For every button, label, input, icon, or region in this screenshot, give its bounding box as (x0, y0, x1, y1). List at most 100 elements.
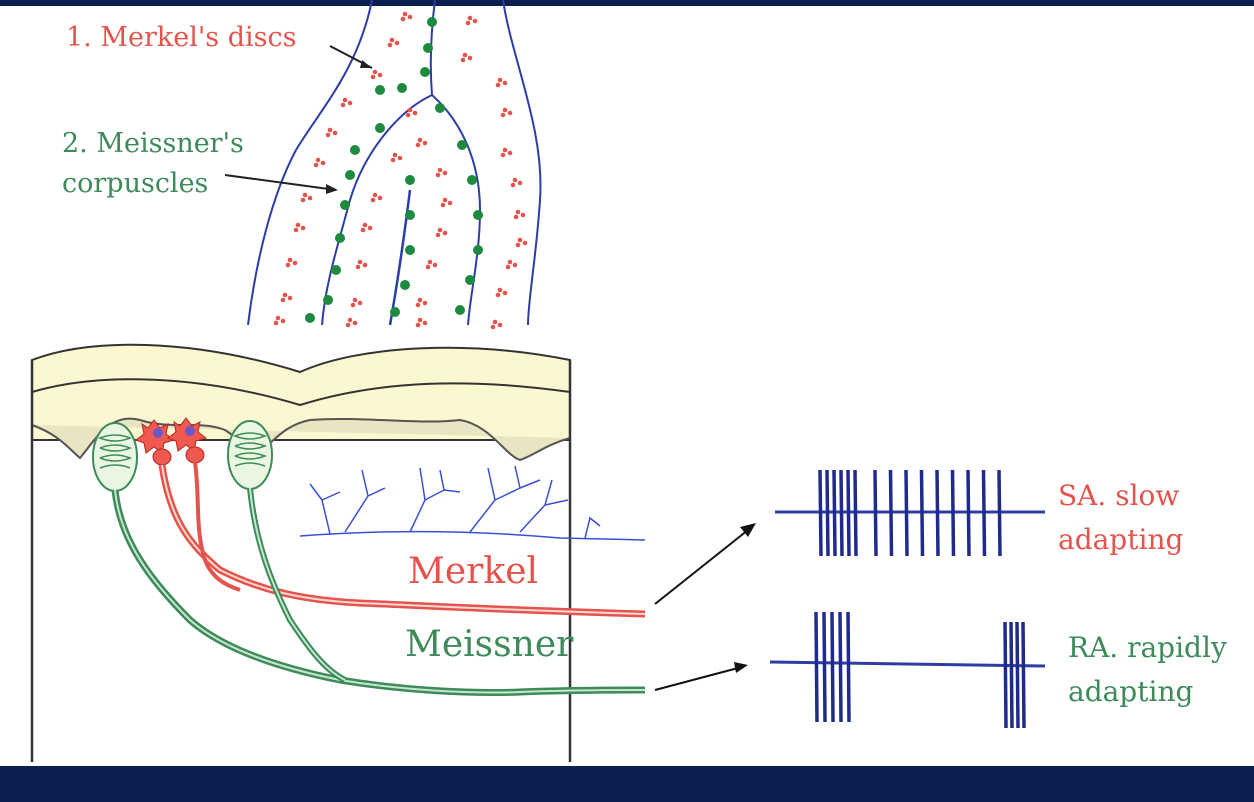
spike (966, 469, 971, 557)
spike (888, 469, 894, 557)
merkel-dot-cluster (500, 107, 513, 118)
merkel-dot-cluster (273, 315, 286, 326)
meissner-dot (375, 123, 385, 133)
arrow-to-ra-train (654, 667, 739, 691)
arrow-to-sa-train (654, 529, 749, 605)
spike (853, 469, 858, 557)
spike (1009, 621, 1014, 729)
merkel-dot-cluster (340, 97, 353, 108)
merkel-dot-cluster (513, 209, 526, 220)
meissner-dot (375, 85, 385, 95)
merkel-dot-cluster (465, 15, 478, 26)
meissner-dot (331, 265, 341, 275)
free-nerve-endings (299, 465, 646, 541)
spike (822, 611, 827, 723)
sa-spike-train (775, 469, 1045, 557)
meissner-dot (405, 175, 415, 185)
merkel-dot-cluster (280, 292, 293, 303)
merkel-dot-cluster (490, 319, 503, 330)
merkel-dot-cluster (435, 167, 448, 178)
meissner-corpuscle-right (227, 420, 273, 490)
label-meissner-corpuscles-line1: 2. Meissner's (62, 128, 244, 159)
top-frame-bar (0, 0, 1254, 6)
meissner-dot (400, 280, 410, 290)
meissner-dot (350, 145, 360, 155)
spike (846, 469, 851, 557)
label-slow-adapting: SA. slow adapting (1058, 474, 1183, 562)
merkel-dot-cluster (370, 69, 383, 80)
merkel-dot-cluster (370, 192, 383, 203)
meissner-dot (473, 245, 483, 255)
merkel-dot-cluster (435, 227, 448, 238)
spike (904, 469, 909, 557)
label-rapidly-adapting: RA. rapidly adapting (1068, 626, 1227, 714)
spike (1021, 621, 1026, 729)
label-ra-line1: RA. rapidly (1068, 631, 1227, 664)
spike (919, 469, 925, 557)
label-meissner-fiber: Meissner (405, 624, 574, 665)
spike (839, 469, 844, 557)
meissner-dot (455, 305, 465, 315)
ra-spike-train (769, 611, 1046, 729)
merkel-dot-cluster (415, 317, 428, 328)
meissner-dots (305, 17, 483, 323)
merkel-dot-cluster (350, 297, 363, 308)
spike (1003, 621, 1008, 729)
merkel-dot-cluster (285, 257, 298, 268)
spike (997, 469, 1002, 557)
spike (981, 469, 987, 557)
arrow-to-ra-head (734, 662, 748, 673)
merkel-dot-cluster (345, 317, 358, 328)
merkel-dot-cluster (440, 197, 453, 208)
merkel-dot-cluster (325, 127, 338, 138)
spike (814, 611, 819, 723)
merkel-cells (134, 417, 208, 466)
label-merkel-discs: 1. Merkel's discs (66, 22, 297, 53)
merkel-dot-cluster (500, 147, 513, 158)
merkel-dot-cluster (415, 297, 428, 308)
merkel-dot-cluster (495, 77, 508, 88)
merkel-dot-cluster (293, 222, 306, 233)
label-merkel-fiber: Merkel (408, 551, 539, 592)
merkel-dot-cluster (355, 259, 368, 270)
merkel-dot-cluster (313, 157, 326, 168)
meissner-dot (405, 245, 415, 255)
merkel-dot-cluster (515, 237, 528, 248)
meissner-dot (427, 17, 437, 27)
merkel-discs-arrowhead (360, 60, 372, 68)
merkel-dot-cluster (390, 152, 403, 163)
merkel-dot-cluster (360, 222, 373, 233)
spike (832, 469, 837, 557)
merkel-dot-cluster (400, 11, 413, 22)
spike (1015, 621, 1020, 729)
merkel-nerve-fiber (158, 461, 646, 618)
label-ra-line2: adapting (1068, 675, 1194, 708)
arrow-to-sa-head (740, 523, 756, 537)
meissner-corpuscles-pointer (224, 174, 337, 191)
merkel-dot-cluster (495, 287, 508, 298)
meissner-dot (420, 67, 430, 77)
meissner-dot (435, 103, 445, 113)
meissner-dot (397, 83, 407, 93)
meissner-dot (423, 43, 433, 53)
merkel-dot-cluster (510, 177, 523, 188)
meissner-corpuscles-arrowhead (326, 184, 338, 194)
meissner-dot (473, 210, 483, 220)
spike (935, 469, 940, 557)
spike (846, 611, 851, 723)
meissner-dot (305, 313, 315, 323)
meissner-dot (390, 307, 400, 317)
spike (950, 469, 956, 557)
merkel-dots (273, 11, 528, 330)
merkel-dot-cluster (460, 52, 473, 63)
meissner-dot (340, 200, 350, 210)
merkel-dot-cluster (425, 259, 438, 270)
merkel-dot-cluster (415, 137, 428, 148)
skin-cross-section (30, 343, 572, 762)
fingertip-illustration (247, 0, 542, 330)
label-meissner-corpuscles: 2. Meissner's corpuscles (62, 124, 244, 204)
meissner-dot (467, 175, 477, 185)
meissner-dot (345, 170, 355, 180)
meissner-dot (457, 140, 467, 150)
